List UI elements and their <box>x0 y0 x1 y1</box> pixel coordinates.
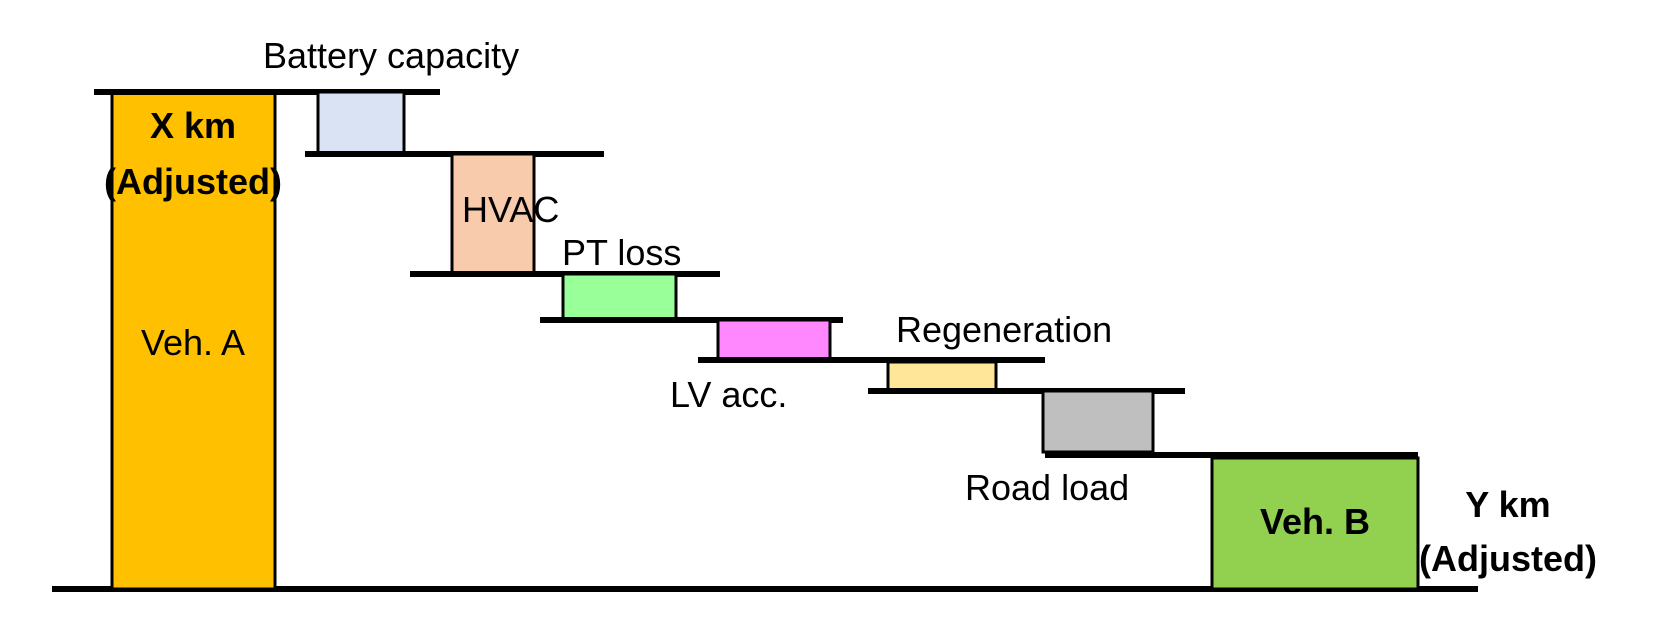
regeneration-box <box>886 360 998 392</box>
veh-b-bar <box>1210 456 1420 591</box>
y-adjusted-label: (Adjusted) <box>1419 538 1597 579</box>
hvac-box <box>450 152 536 276</box>
veh-a-label: Veh. A <box>141 322 245 363</box>
battery-capacity-label: Battery capacity <box>263 35 519 76</box>
pt-loss-label: PT loss <box>562 232 681 273</box>
x-adjusted-label: (Adjusted) <box>104 161 282 202</box>
road-load-box <box>1041 389 1155 454</box>
veh-a-bar <box>110 90 277 591</box>
road-load-label: Road load <box>965 467 1129 508</box>
y-km-label: Y km <box>1465 484 1550 525</box>
veh-b-label: Veh. B <box>1260 501 1370 542</box>
regeneration-label: Regeneration <box>896 309 1112 350</box>
hvac-label: HVAC <box>462 189 559 230</box>
lv-acc-label: LV acc. <box>670 374 787 415</box>
pt-loss-box <box>561 272 678 322</box>
battery-capacity-box <box>316 90 406 156</box>
x-km-label: X km <box>150 105 236 146</box>
lv-acc-box <box>716 318 832 362</box>
